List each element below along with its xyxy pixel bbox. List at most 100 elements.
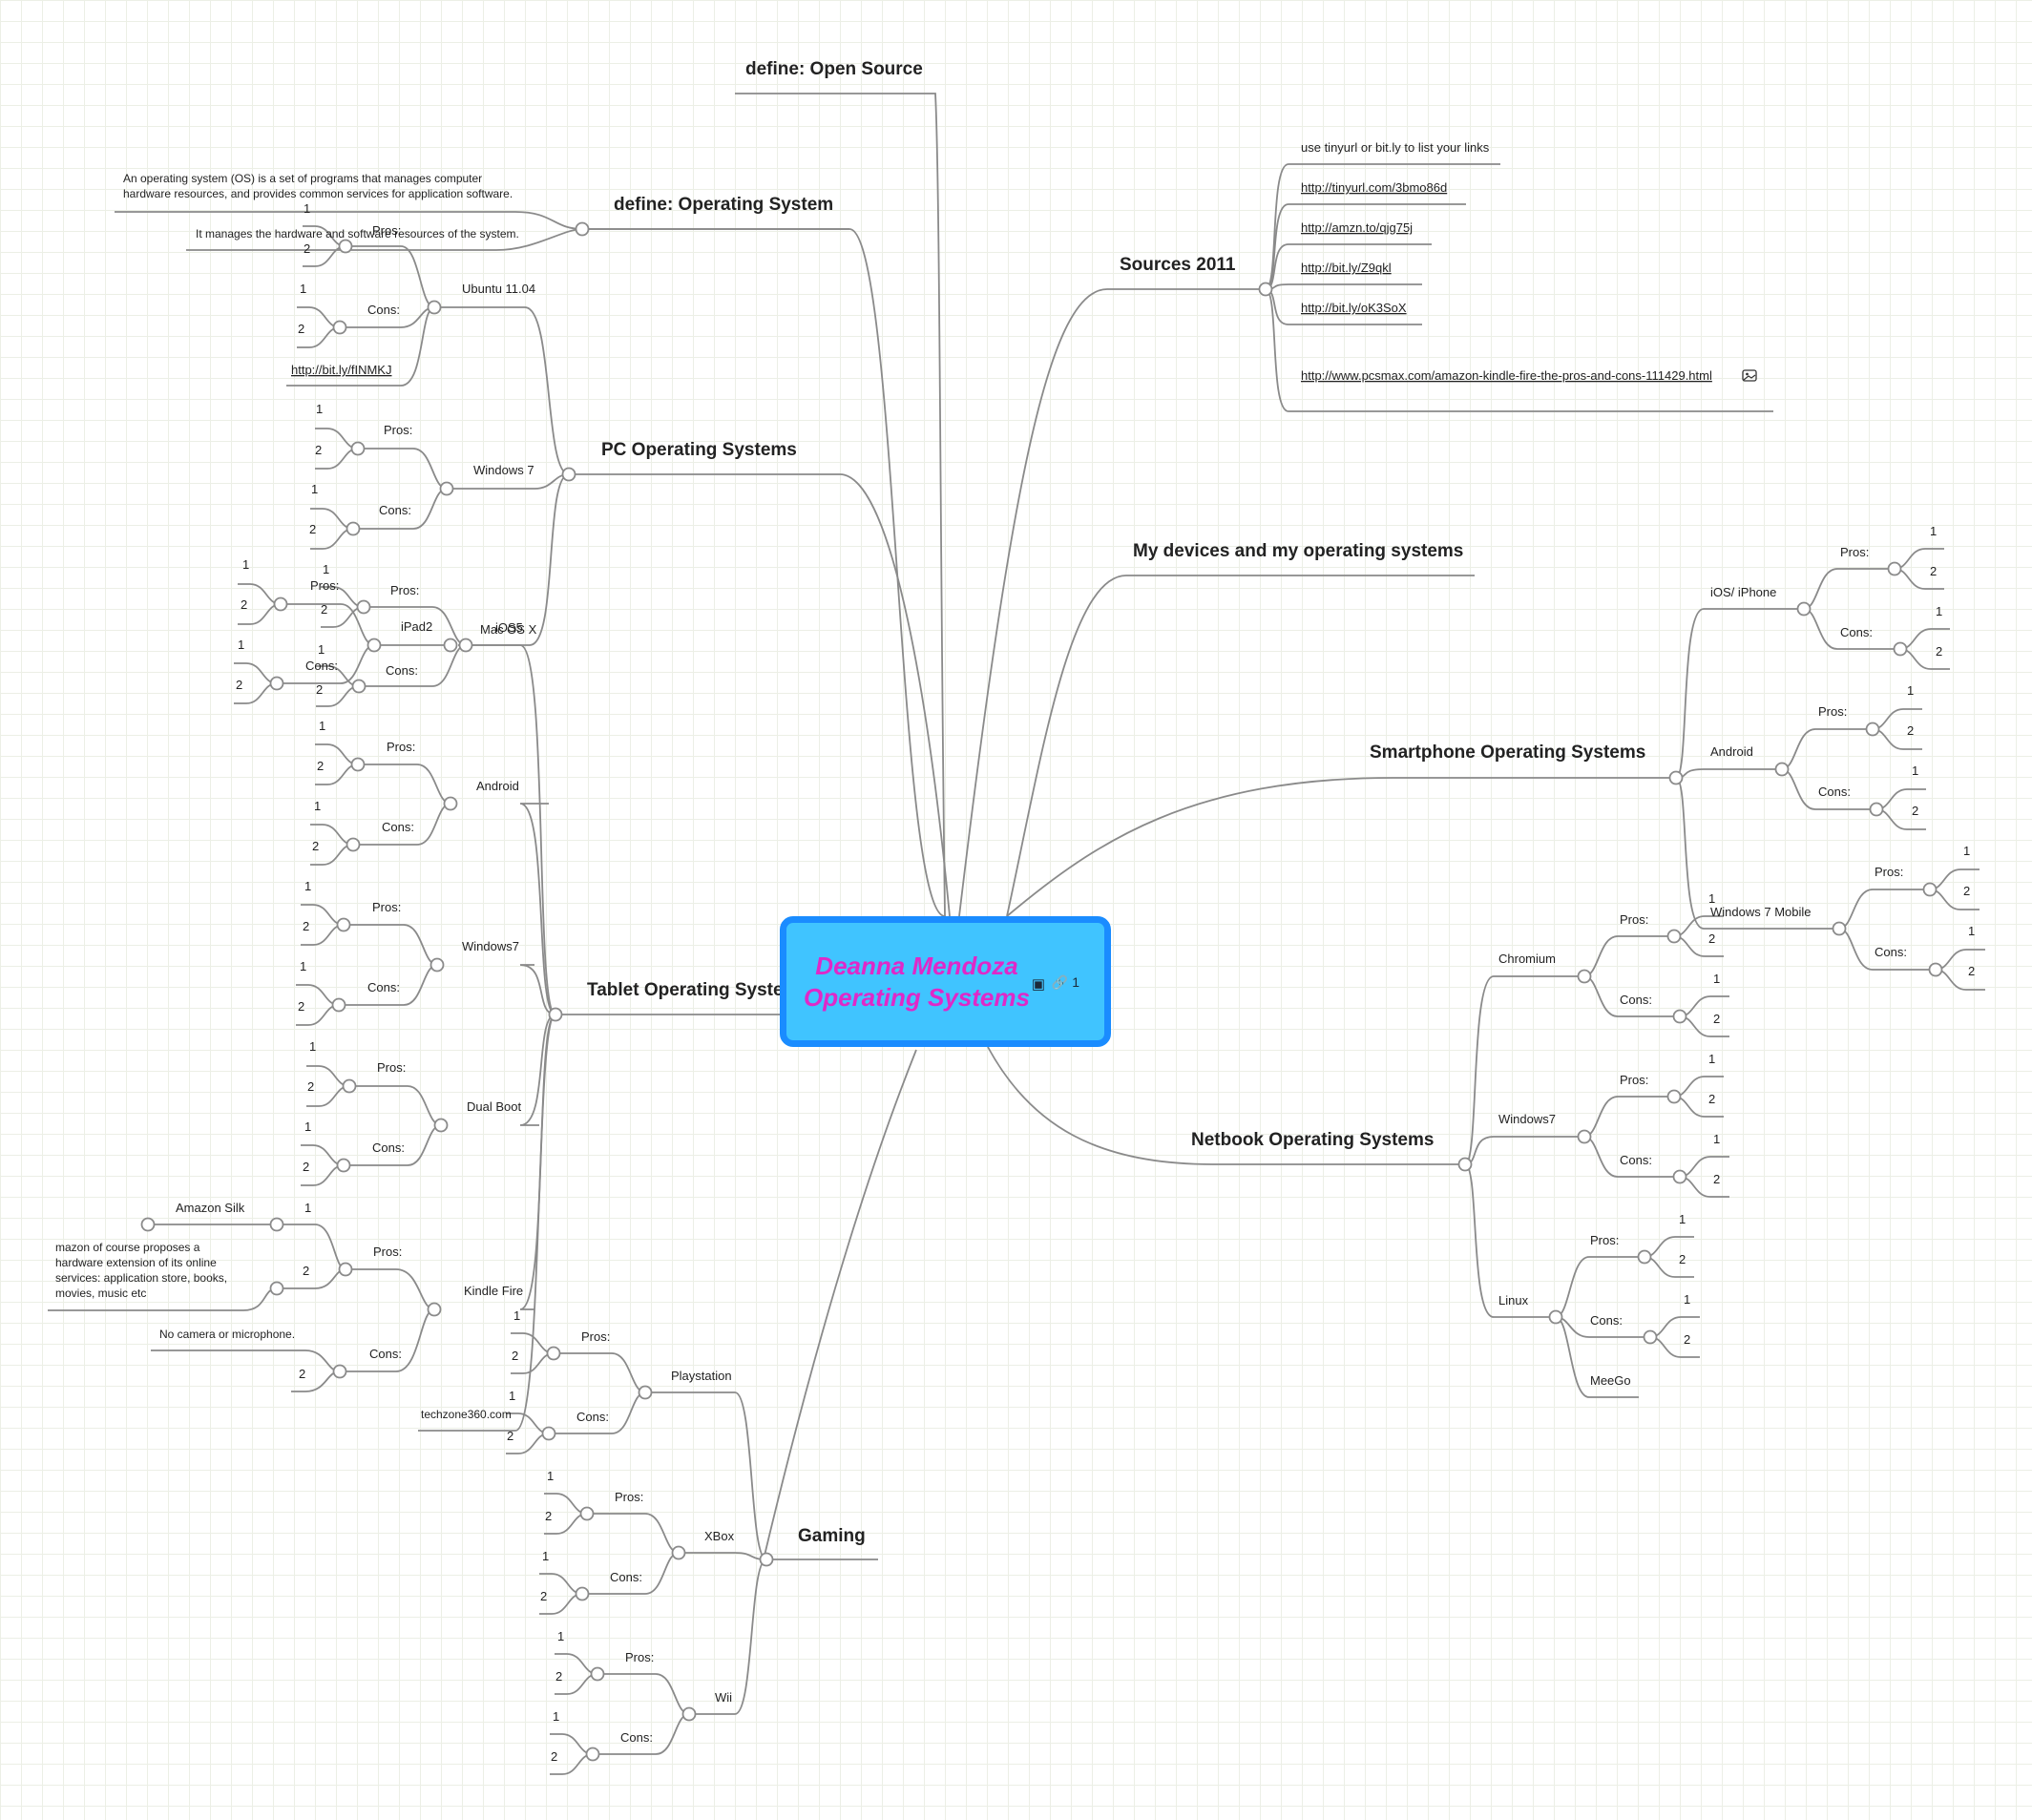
collapse-toggle[interactable] <box>1869 802 1884 817</box>
ipad2-label[interactable]: iPad2 <box>401 619 432 634</box>
meego-label[interactable]: MeeGo <box>1590 1373 1631 1388</box>
collapse-toggle[interactable] <box>1672 1169 1687 1184</box>
collapse-toggle[interactable] <box>427 1302 442 1317</box>
central-topic[interactable]: Deanna Mendoza Operating Systems ▣ 🔗 1 <box>780 916 1111 1047</box>
xbox-label[interactable]: XBox <box>704 1529 735 1543</box>
collapse-toggle[interactable] <box>338 1262 353 1277</box>
collapse-toggle[interactable] <box>350 441 366 456</box>
source-link-1[interactable]: http://tinyurl.com/3bmo86d <box>1301 180 1447 195</box>
collapse-toggle[interactable] <box>336 917 351 932</box>
collapse-toggle[interactable] <box>269 1217 284 1232</box>
collapse-toggle[interactable] <box>338 239 353 254</box>
topic-define-open-source[interactable]: define: Open Source <box>745 59 923 79</box>
collapse-toggle[interactable] <box>342 1078 357 1094</box>
xbox-pros-label: Pros: <box>615 1490 643 1504</box>
collapse-toggle[interactable] <box>1672 1009 1687 1024</box>
collapse-toggle[interactable] <box>458 638 473 653</box>
collapse-toggle[interactable] <box>546 1346 561 1361</box>
topic-smartphone-operating-systems[interactable]: Smartphone Operating Systems <box>1370 743 1645 763</box>
playstation-label[interactable]: Playstation <box>671 1369 732 1383</box>
collapse-toggle[interactable] <box>638 1385 653 1400</box>
chromium-label[interactable]: Chromium <box>1498 952 1556 966</box>
collapse-toggle[interactable] <box>433 1118 449 1133</box>
collapse-toggle[interactable] <box>1258 282 1273 297</box>
collapse-toggle[interactable] <box>759 1552 774 1567</box>
collapse-toggle[interactable] <box>346 521 361 536</box>
collapse-toggle[interactable] <box>1774 762 1790 777</box>
collapse-toggle[interactable] <box>367 638 382 653</box>
collapse-toggle[interactable] <box>1796 601 1812 617</box>
collapse-toggle[interactable] <box>1887 561 1902 576</box>
collapse-toggle[interactable] <box>1928 962 1943 977</box>
collapse-toggle[interactable] <box>356 599 371 615</box>
windows-7-label[interactable]: Windows 7 <box>473 463 534 477</box>
collapse-toggle[interactable] <box>443 796 458 811</box>
collapse-toggle[interactable] <box>1577 969 1592 984</box>
linux-label[interactable]: Linux <box>1498 1293 1529 1307</box>
collapse-toggle[interactable] <box>443 638 458 653</box>
windows-7-mobile-label[interactable]: Windows 7 Mobile <box>1710 905 1812 919</box>
collapse-toggle[interactable] <box>332 320 347 335</box>
collapse-toggle[interactable] <box>1922 882 1938 897</box>
collapse-toggle[interactable] <box>1666 929 1682 944</box>
collapse-toggle[interactable] <box>575 1586 590 1601</box>
collapse-toggle[interactable] <box>336 1158 351 1173</box>
image-icon[interactable]: ▣ <box>1031 976 1045 993</box>
collapse-toggle[interactable] <box>1643 1329 1658 1345</box>
windows7-netbook-label[interactable]: Windows7 <box>1498 1112 1556 1126</box>
wii-label[interactable]: Wii <box>715 1690 732 1705</box>
topic-sources-2011[interactable]: Sources 2011 <box>1120 255 1236 275</box>
collapse-toggle[interactable] <box>331 997 346 1013</box>
mac-os-x-label[interactable]: Mac OS X <box>480 622 537 637</box>
topic-define-operating-system[interactable]: define: Operating System <box>614 195 833 215</box>
ubuntu-label[interactable]: Ubuntu 11.04 <box>462 282 535 296</box>
source-link-3[interactable]: http://bit.ly/Z9qkl <box>1301 261 1392 275</box>
collapse-toggle[interactable] <box>346 837 361 852</box>
collapse-toggle[interactable] <box>332 1364 347 1379</box>
collapse-toggle[interactable] <box>585 1747 600 1762</box>
collapse-toggle[interactable] <box>269 1281 284 1296</box>
collapse-toggle[interactable] <box>1457 1157 1473 1172</box>
collapse-toggle[interactable] <box>590 1666 605 1682</box>
collapse-toggle[interactable] <box>1577 1129 1592 1144</box>
collapse-toggle[interactable] <box>1668 770 1684 785</box>
kindle-fire-label[interactable]: Kindle Fire <box>464 1284 523 1298</box>
collapse-toggle[interactable] <box>541 1426 556 1441</box>
collapse-toggle[interactable] <box>579 1506 595 1521</box>
collapse-toggle[interactable] <box>427 300 442 315</box>
collapse-toggle[interactable] <box>575 221 590 237</box>
collapse-toggle[interactable] <box>1548 1309 1563 1325</box>
collapse-toggle[interactable] <box>429 957 445 973</box>
topic-netbook-operating-systems[interactable]: Netbook Operating Systems <box>1191 1130 1434 1150</box>
windows7-tablet-label[interactable]: Windows7 <box>462 939 519 953</box>
collapse-toggle[interactable] <box>681 1706 697 1722</box>
topic-pc-operating-systems[interactable]: PC Operating Systems <box>601 440 797 460</box>
topic-tablet-operating-systems[interactable]: Tablet Operating Systems <box>587 980 809 1000</box>
collapse-toggle[interactable] <box>671 1545 686 1560</box>
collapse-toggle[interactable] <box>351 679 367 694</box>
collapse-toggle[interactable] <box>561 467 576 482</box>
topic-my-devices[interactable]: My devices and my operating systems <box>1133 541 1463 561</box>
collapse-toggle[interactable] <box>350 757 366 772</box>
collapse-toggle[interactable] <box>1637 1249 1652 1265</box>
collapse-toggle[interactable] <box>439 481 454 496</box>
collapse-toggle[interactable] <box>140 1217 156 1232</box>
collapse-toggle[interactable] <box>1893 641 1908 657</box>
source-link-4[interactable]: http://bit.ly/oK3SoX <box>1301 301 1407 315</box>
source-link-2[interactable]: http://amzn.to/qjg75j <box>1301 220 1413 235</box>
ios-iphone-label[interactable]: iOS/ iPhone <box>1710 585 1776 599</box>
collapse-toggle[interactable] <box>1832 921 1847 936</box>
android-phone-label[interactable]: Android <box>1710 744 1753 759</box>
dual-boot-label[interactable]: Dual Boot <box>467 1099 521 1114</box>
ios5-label[interactable]: iOS5 <box>495 620 523 635</box>
ubuntu-link[interactable]: http://bit.ly/fINMKJ <box>291 363 391 377</box>
link-icon[interactable]: 🔗 1 <box>1051 974 1079 990</box>
collapse-toggle[interactable] <box>269 676 284 691</box>
collapse-toggle[interactable] <box>1865 722 1880 737</box>
collapse-toggle[interactable] <box>548 1007 563 1022</box>
source-link-5[interactable]: http://www.pcsmax.com/amazon-kindle-fire… <box>1301 368 1712 383</box>
topic-gaming[interactable]: Gaming <box>798 1526 866 1546</box>
collapse-toggle[interactable] <box>273 596 288 612</box>
android-tablet-label[interactable]: Android <box>476 779 519 793</box>
collapse-toggle[interactable] <box>1666 1089 1682 1104</box>
